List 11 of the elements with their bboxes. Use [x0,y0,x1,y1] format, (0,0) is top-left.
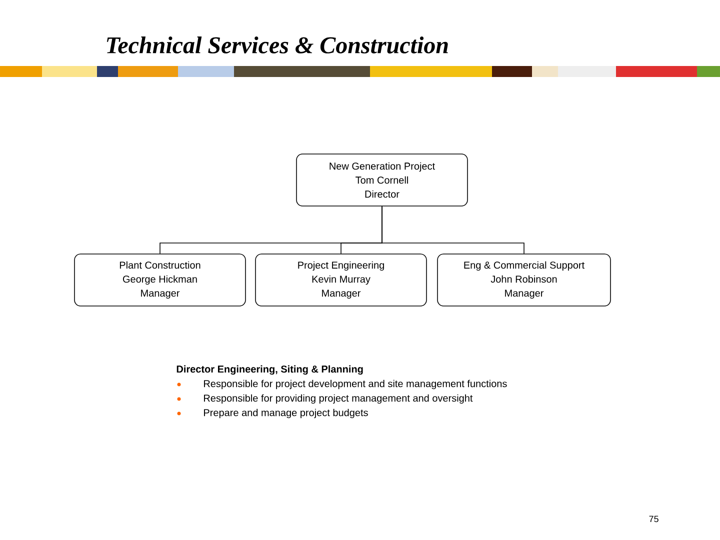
org-box: Eng & Commercial Support John Robinson Manager [437,254,611,306]
bullet-text: Responsible for project development and site management functions [204,380,507,390]
connector [382,206,524,254]
bullet-text: Prepare and manage project budgets [204,408,368,418]
org-box: Plant Construction George Hickman Manager [74,254,246,306]
bullet-text: Responsible for providing project management and oversight [204,394,473,404]
page-number: 75 [649,516,658,522]
heading: Director Engineering, Siting & Planning [176,365,363,375]
org-box: Project Engineering Kevin Murray Manager [255,254,427,306]
org-box: New Generation Project Tom Cornell Director [296,154,468,206]
title: Technical Services & Construction [106,36,448,54]
